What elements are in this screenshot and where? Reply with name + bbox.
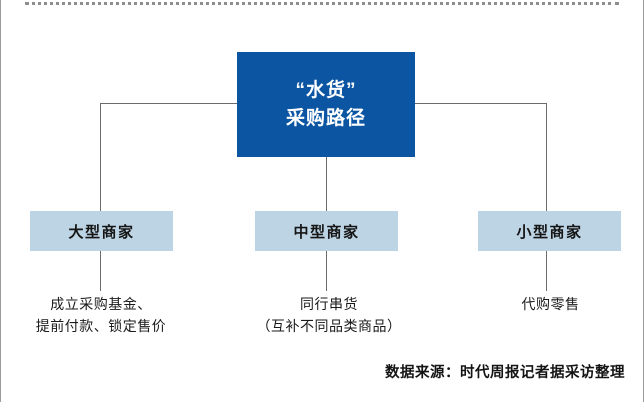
detail-small-merchant-line-1: 代购零售 (521, 296, 580, 312)
connector-medium-to-detail (326, 251, 327, 291)
detail-medium-merchant-line-2: （互补不同品类商品） (256, 317, 402, 334)
detail-medium-merchant: 同行串货 （互补不同品类商品） (229, 294, 429, 337)
detail-small-merchant: 代购零售 (453, 294, 643, 316)
tier-node-small-merchant-label: 小型商家 (516, 223, 583, 241)
connector-root-to-small-vertical (546, 103, 547, 211)
connector-root-to-large-horizontal (100, 103, 237, 104)
tier-node-large-merchant-label: 大型商家 (68, 223, 135, 241)
root-node-line-2: 采购路径 (285, 107, 366, 129)
detail-large-merchant-line-1: 成立采购基金、 (50, 296, 152, 312)
connector-large-to-detail (100, 251, 101, 291)
source-note: 数据来源：时代周报记者据采访整理 (385, 365, 625, 381)
root-node-line-1: “水货” (295, 79, 357, 101)
connector-small-to-detail (546, 251, 547, 291)
tier-node-medium-merchant: 中型商家 (255, 211, 398, 251)
top-dotted-divider (25, 2, 619, 5)
detail-medium-merchant-line-1: 同行串货 (300, 296, 358, 312)
connector-root-to-small-horizontal (415, 103, 547, 104)
tier-node-large-merchant: 大型商家 (30, 211, 173, 251)
detail-large-merchant: 成立采购基金、 提前付款、锁定售价 (1, 294, 201, 337)
detail-large-merchant-line-2: 提前付款、锁定售价 (35, 317, 167, 334)
tier-node-small-merchant: 小型商家 (478, 211, 621, 251)
connector-root-to-large-vertical (100, 103, 101, 211)
root-node: “水货” 采购路径 (237, 52, 415, 157)
tier-node-medium-merchant-label: 中型商家 (293, 223, 360, 241)
connector-root-to-medium-vertical (326, 157, 327, 211)
